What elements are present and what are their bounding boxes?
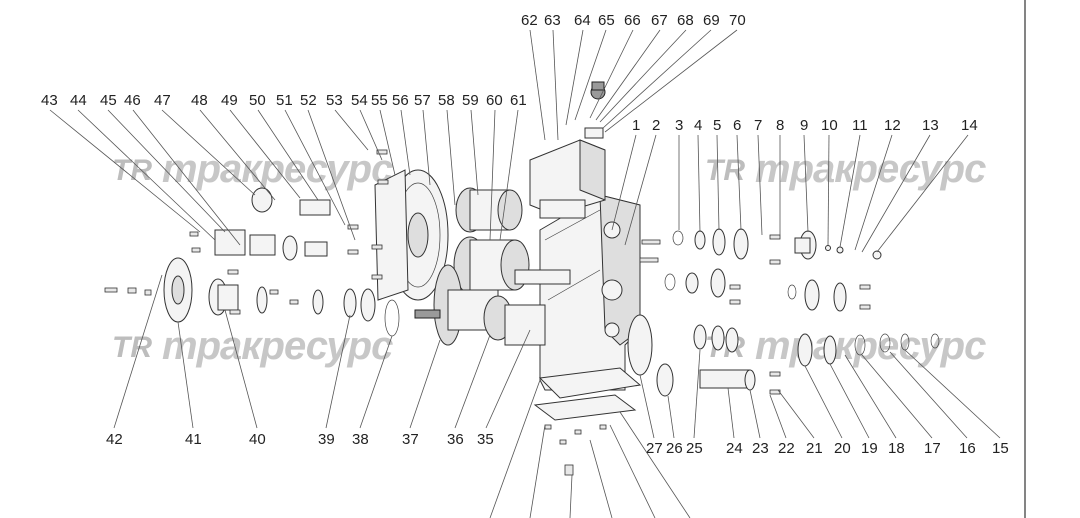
callout-41: 41 (185, 431, 202, 448)
watermark-text: тракресурс (162, 147, 393, 191)
callout-60: 60 (486, 92, 503, 109)
callout-49: 49 (221, 92, 238, 109)
callout-23: 23 (752, 440, 769, 457)
callout-26: 26 (666, 440, 683, 457)
leader-lines (49, 29, 1001, 518)
callout-66: 66 (624, 12, 641, 29)
callout-11: 11 (852, 117, 868, 134)
callout-63: 63 (544, 12, 561, 29)
watermark-text: тракресурс (755, 147, 986, 191)
callout-54: 54 (351, 92, 368, 109)
callout-14: 14 (961, 117, 978, 134)
callout-47: 47 (154, 92, 171, 109)
watermark-text: тракресурс (755, 324, 986, 368)
callout-43: 43 (41, 92, 58, 109)
callout-51: 51 (276, 92, 293, 109)
callout-8: 8 (776, 117, 784, 134)
callout-55: 55 (371, 92, 388, 109)
watermark-bottom-left: TR тракресурс (112, 324, 394, 368)
callout-6: 6 (733, 117, 741, 134)
callout-61: 61 (510, 92, 527, 109)
callout-70: 70 (729, 12, 746, 29)
callout-15: 15 (992, 440, 1009, 457)
callout-62: 62 (521, 12, 538, 29)
callout-67: 67 (651, 12, 668, 29)
callout-5: 5 (713, 117, 721, 134)
callout-1: 1 (632, 117, 640, 134)
callout-57: 57 (414, 92, 431, 109)
callout-44: 44 (70, 92, 87, 109)
callout-25: 25 (686, 440, 703, 457)
callout-7: 7 (754, 117, 762, 134)
callout-37: 37 (402, 431, 419, 448)
callout-59: 59 (462, 92, 479, 109)
callout-65: 65 (598, 12, 615, 29)
parts-drawing (104, 81, 940, 476)
callout-46: 46 (124, 92, 141, 109)
callout-16: 16 (959, 440, 976, 457)
callout-50: 50 (249, 92, 266, 109)
callout-56: 56 (392, 92, 409, 109)
callout-9: 9 (800, 117, 808, 134)
watermark-logo: TR (705, 331, 745, 364)
callout-21: 21 (806, 440, 823, 457)
watermark-logo: TR (112, 331, 152, 364)
callout-48: 48 (191, 92, 208, 109)
callout-17: 17 (924, 440, 941, 457)
watermark-logo: TR (112, 154, 152, 187)
callout-52: 52 (300, 92, 317, 109)
callout-13: 13 (922, 117, 939, 134)
callout-58: 58 (438, 92, 455, 109)
watermark-bottom-right: TR тракресурс (705, 324, 987, 368)
callout-45: 45 (100, 92, 117, 109)
callout-39: 39 (318, 431, 335, 448)
callout-68: 68 (677, 12, 694, 29)
callout-19: 19 (861, 440, 878, 457)
callout-27: 27 (646, 440, 663, 457)
watermark-top-left: TR тракресурс (112, 147, 394, 191)
callout-42: 42 (106, 431, 123, 448)
callout-2: 2 (652, 117, 660, 134)
callout-64: 64 (574, 12, 591, 29)
callout-numbers: 62 63 64 65 66 67 68 69 70 43 44 45 46 4… (41, 12, 1009, 457)
watermark-text: тракресурс (162, 324, 393, 368)
callout-24: 24 (726, 440, 743, 457)
callout-40: 40 (249, 431, 266, 448)
callout-36: 36 (447, 431, 464, 448)
watermark-top-right: TR тракресурс (705, 147, 987, 191)
callout-12: 12 (884, 117, 901, 134)
callout-4: 4 (694, 117, 702, 134)
callout-3: 3 (675, 117, 683, 134)
callout-18: 18 (888, 440, 905, 457)
callout-22: 22 (778, 440, 795, 457)
callout-10: 10 (821, 117, 838, 134)
callout-69: 69 (703, 12, 720, 29)
callout-35: 35 (477, 431, 494, 448)
callout-38: 38 (352, 431, 369, 448)
callout-53: 53 (326, 92, 343, 109)
callout-20: 20 (834, 440, 851, 457)
